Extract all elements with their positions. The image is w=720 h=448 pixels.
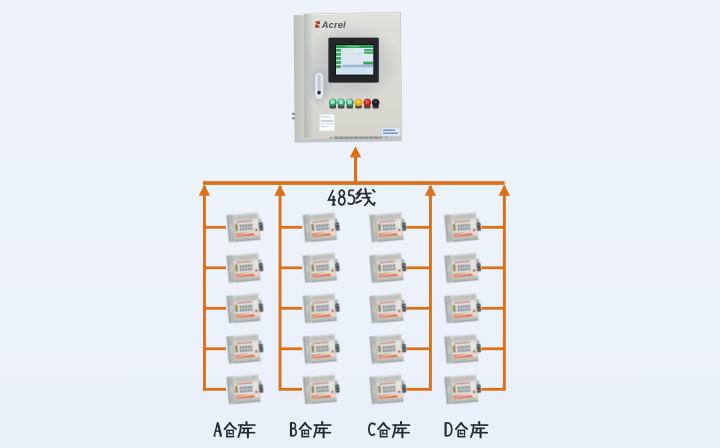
svg-text:Acrel: Acrel xyxy=(321,19,346,30)
